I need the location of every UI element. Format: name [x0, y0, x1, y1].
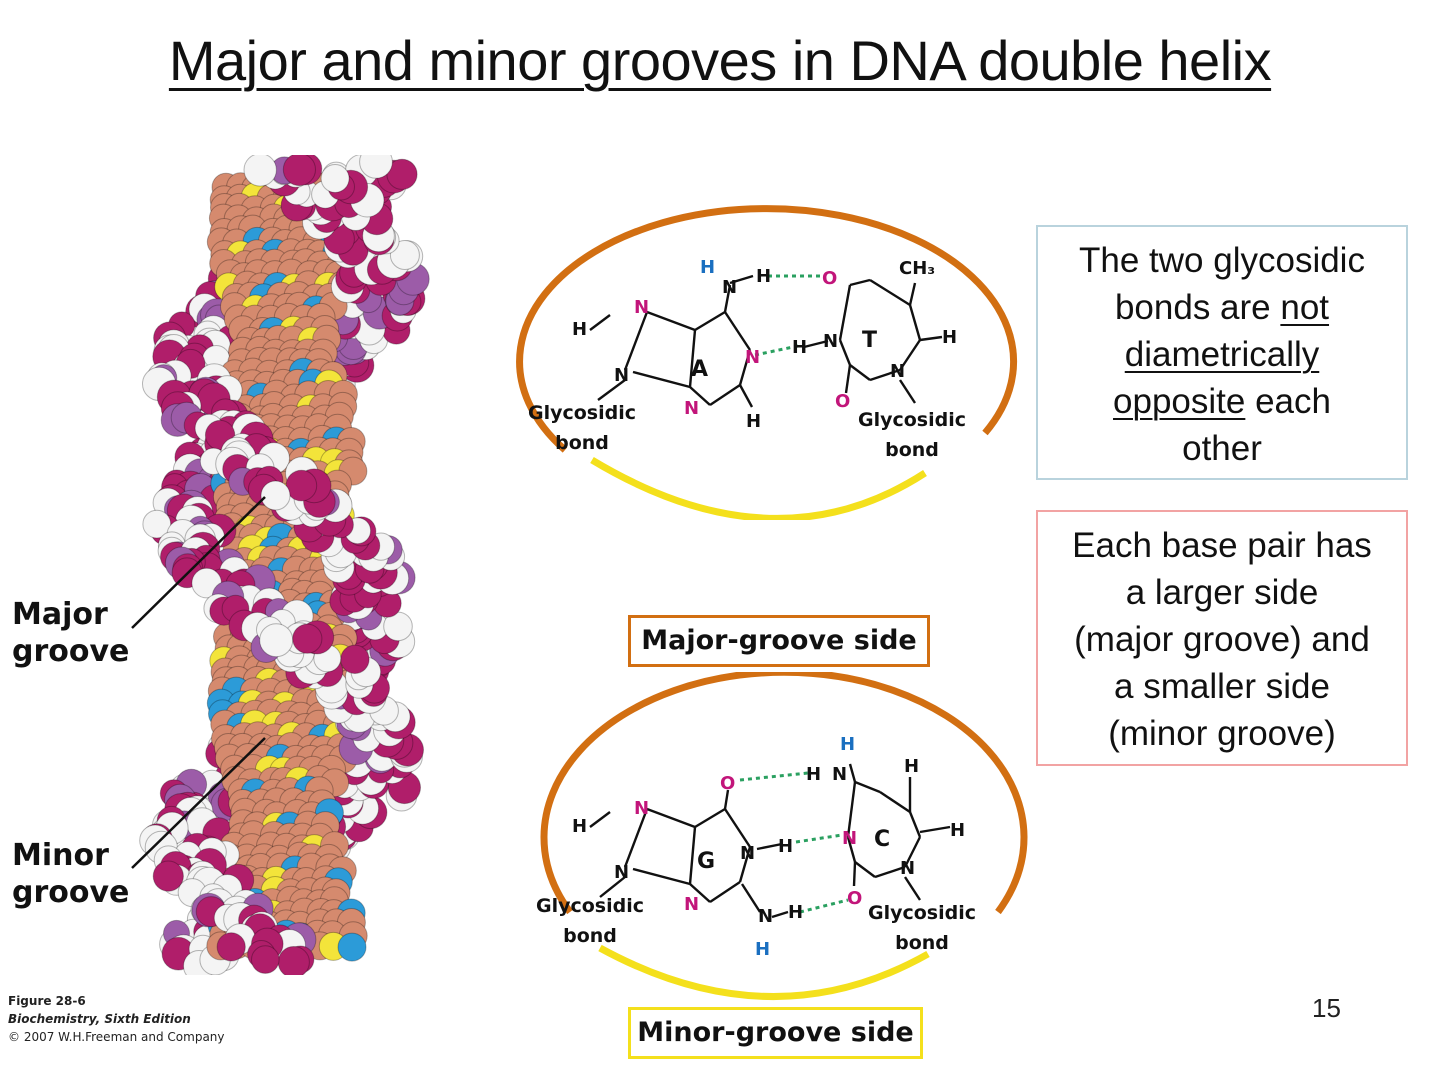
- svg-text:N: N: [745, 347, 760, 368]
- base-t-label: T: [862, 328, 877, 353]
- svg-text:H: H: [792, 337, 807, 358]
- svg-text:CH₃: CH₃: [899, 258, 935, 279]
- svg-text:bond: bond: [885, 439, 939, 461]
- at-base-pair-diagram: H N H O CH₃ H N N N N H H N H N O A T Gl…: [516, 205, 1018, 520]
- svg-text:N: N: [758, 906, 773, 927]
- svg-text:H: H: [746, 411, 761, 432]
- svg-text:H: H: [778, 836, 793, 857]
- svg-text:H: H: [950, 820, 965, 841]
- svg-text:O: O: [847, 888, 862, 909]
- svg-text:N: N: [614, 862, 629, 883]
- svg-text:N: N: [684, 398, 699, 419]
- svg-text:H: H: [942, 327, 957, 348]
- svg-text:H: H: [756, 266, 771, 287]
- svg-text:N: N: [634, 798, 649, 819]
- svg-text:N: N: [832, 764, 847, 785]
- svg-text:N: N: [842, 828, 857, 849]
- svg-text:O: O: [835, 391, 850, 412]
- svg-text:H: H: [700, 257, 715, 278]
- svg-text:bond: bond: [895, 932, 949, 954]
- base-g-label: G: [697, 849, 715, 874]
- svg-text:H: H: [572, 319, 587, 340]
- svg-text:Glycosidic: Glycosidic: [868, 902, 976, 924]
- dna-helix-illustration: [139, 155, 430, 975]
- svg-text:N: N: [900, 858, 915, 879]
- svg-text:Glycosidic: Glycosidic: [528, 402, 636, 424]
- base-c-label: C: [874, 827, 890, 852]
- svg-text:Glycosidic: Glycosidic: [858, 409, 966, 431]
- svg-text:N: N: [614, 365, 629, 386]
- page-number: 15: [1312, 993, 1341, 1023]
- base-a-label: A: [691, 357, 708, 382]
- svg-text:O: O: [822, 268, 837, 289]
- svg-text:H: H: [755, 939, 770, 960]
- svg-text:N: N: [740, 843, 755, 864]
- svg-text:H: H: [572, 816, 587, 837]
- minor-groove-side-label: Minor-groove side: [628, 1007, 923, 1059]
- svg-text:bond: bond: [563, 925, 617, 947]
- gc-base-pair-diagram: H H N O H H N N N H N H N N N H O H G C …: [536, 672, 1028, 1001]
- svg-text:N: N: [634, 297, 649, 318]
- svg-text:H: H: [806, 764, 821, 785]
- svg-text:Glycosidic: Glycosidic: [536, 895, 644, 917]
- svg-text:N: N: [722, 277, 737, 298]
- svg-text:N: N: [684, 894, 699, 915]
- svg-text:H: H: [788, 902, 803, 923]
- svg-text:O: O: [720, 773, 735, 794]
- major-groove-side-label: Major-groove side: [628, 615, 930, 667]
- base-pair-sides-note: Each base pair has a larger side (major …: [1036, 510, 1408, 766]
- glycosidic-bonds-note: The two glycosidic bonds are not diametr…: [1036, 225, 1408, 480]
- svg-text:H: H: [904, 756, 919, 777]
- svg-text:N: N: [890, 361, 905, 382]
- figure-credit: Figure 28-6 Biochemistry, Sixth Edition …: [8, 994, 225, 1044]
- svg-text:bond: bond: [555, 432, 609, 454]
- slide-title: Major and minor grooves in DNA double he…: [168, 29, 1272, 92]
- svg-text:H: H: [840, 734, 855, 755]
- svg-text:N: N: [823, 331, 838, 352]
